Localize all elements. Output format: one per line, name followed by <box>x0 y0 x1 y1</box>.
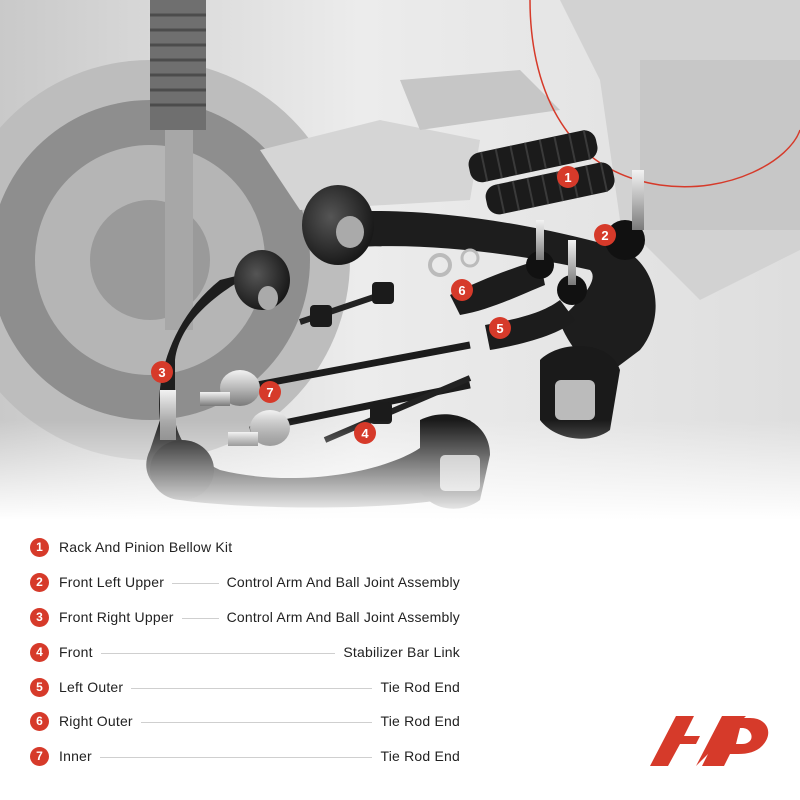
leader-line <box>131 687 373 689</box>
svg-text:7: 7 <box>266 385 273 400</box>
outer-tie-rod-ends <box>450 220 587 350</box>
washers <box>428 248 480 277</box>
leader-line <box>181 617 219 619</box>
item-number-badge: 3 <box>30 607 49 627</box>
item-position: Front Left Upper <box>59 574 165 590</box>
svg-text:3: 3 <box>158 365 165 380</box>
legend-item: 4 Front Stabilizer Bar Link <box>30 640 460 664</box>
leader-line <box>99 756 373 758</box>
callout-badges: 1 2 3 4 5 6 7 <box>151 166 616 444</box>
item-position: Front Right Upper <box>59 609 174 625</box>
item-position: Inner <box>59 748 92 764</box>
svg-text:5: 5 <box>496 321 503 336</box>
a-premium-logo-icon <box>650 716 769 766</box>
item-position: Left Outer <box>59 679 124 695</box>
legend-item: 1 Rack And Pinion Bellow Kit <box>30 535 460 559</box>
svg-text:4: 4 <box>361 426 369 441</box>
vehicle-background <box>0 0 800 520</box>
item-number-badge: 5 <box>30 677 49 697</box>
item-part: Control Arm And Ball Joint Assembly <box>226 609 460 625</box>
legend-item: 5 Left Outer Tie Rod End <box>30 675 460 699</box>
item-part: Stabilizer Bar Link <box>343 644 460 660</box>
item-number-badge: 4 <box>30 642 49 662</box>
svg-text:6: 6 <box>458 283 465 298</box>
callout-4: 4 <box>354 422 376 444</box>
callout-3: 3 <box>151 361 173 383</box>
item-position: Front <box>59 644 93 660</box>
svg-text:2: 2 <box>601 228 608 243</box>
item-part: Tie Rod End <box>380 748 460 764</box>
svg-text:1: 1 <box>564 170 571 185</box>
item-number-badge: 7 <box>30 746 49 766</box>
callout-1: 1 <box>557 166 579 188</box>
item-number-badge: 2 <box>30 572 49 592</box>
item-number-badge: 6 <box>30 711 49 731</box>
item-name: Rack And Pinion Bellow Kit <box>59 539 233 555</box>
product-image: 1 2 3 4 5 6 7 <box>0 0 800 520</box>
legend-item: 3 Front Right Upper Control Arm And Ball… <box>30 605 460 629</box>
item-number-badge: 1 <box>30 537 49 557</box>
callout-2: 2 <box>594 224 616 246</box>
item-part: Tie Rod End <box>380 713 460 729</box>
callout-5: 5 <box>489 317 511 339</box>
leader-line <box>140 721 373 723</box>
legend-item: 7 Inner Tie Rod End <box>30 744 460 768</box>
callout-6: 6 <box>451 279 473 301</box>
legend-item: 2 Front Left Upper Control Arm And Ball … <box>30 570 460 594</box>
legend-item: 6 Right Outer Tie Rod End <box>30 709 460 733</box>
leader-line <box>172 582 219 584</box>
item-part: Control Arm And Ball Joint Assembly <box>226 574 460 590</box>
callout-7: 7 <box>259 381 281 403</box>
item-part: Tie Rod End <box>380 679 460 695</box>
leader-line <box>100 652 336 654</box>
item-position: Right Outer <box>59 713 133 729</box>
